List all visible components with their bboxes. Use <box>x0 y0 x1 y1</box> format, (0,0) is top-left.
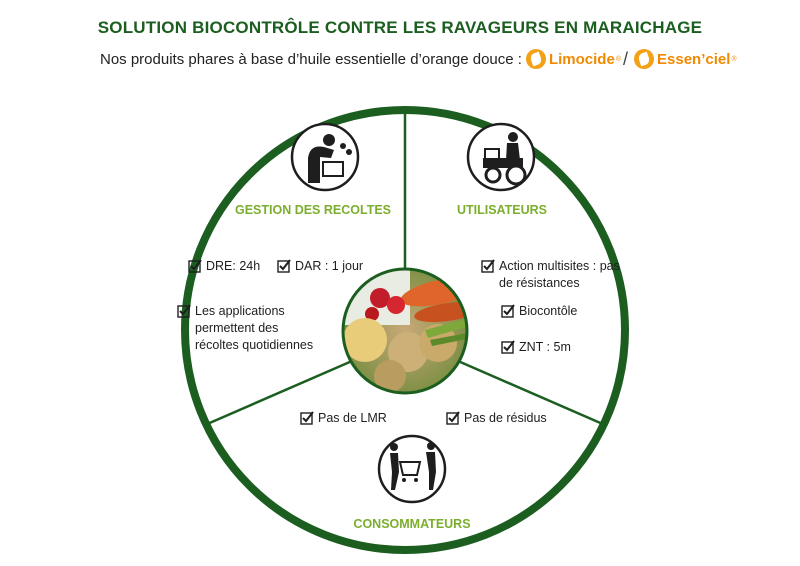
check-icon <box>481 259 495 273</box>
item-biocontrole: Biocontôle <box>501 303 577 320</box>
brand-separator: / <box>622 48 628 69</box>
brand-limocide-name: Limocide <box>548 50 615 68</box>
check-icon <box>446 411 460 425</box>
shopping-cart-people-icon <box>377 434 447 504</box>
center-ring <box>341 267 469 395</box>
brand-limocide: Limocide® <box>522 49 621 69</box>
subtitle: Nos produits phares à base d’huile essen… <box>100 46 737 72</box>
brand-essenciel: Essen’ciel® <box>630 49 737 69</box>
item-lmr: Pas de LMR <box>300 410 387 427</box>
check-icon <box>277 259 291 273</box>
subtitle-text: Nos produits phares à base d’huile essen… <box>100 50 522 68</box>
check-icon <box>501 340 515 354</box>
item-applications: Les applications permettent des récoltes… <box>177 303 313 354</box>
check-icon <box>188 259 202 273</box>
check-icon <box>501 304 515 318</box>
leaf-logo-icon <box>525 49 546 69</box>
tractor-icon <box>466 122 536 192</box>
label-consumers: CONSOMMATEURS <box>353 517 471 531</box>
item-dre: DRE: 24h <box>188 258 260 275</box>
leaf-logo-icon <box>634 49 654 69</box>
divider-left <box>204 359 353 427</box>
item-residus: Pas de résidus <box>446 410 547 427</box>
item-multisites: Action multisites : pas de résistances <box>481 258 620 292</box>
brand-essenciel-name: Essen’ciel <box>657 50 731 68</box>
label-users: UTILISATEURS <box>456 203 548 217</box>
item-znt: ZNT : 5m <box>501 339 571 356</box>
harvest-worker-icon <box>290 122 360 192</box>
divider-right <box>457 359 606 427</box>
label-harvest: GESTION DES RECOLTES <box>234 203 392 217</box>
check-icon <box>177 304 191 318</box>
item-dar: DAR : 1 jour <box>277 258 363 275</box>
check-icon <box>300 411 314 425</box>
page-title: SOLUTION BIOCONTRÔLE CONTRE LES RAVAGEUR… <box>97 18 703 37</box>
